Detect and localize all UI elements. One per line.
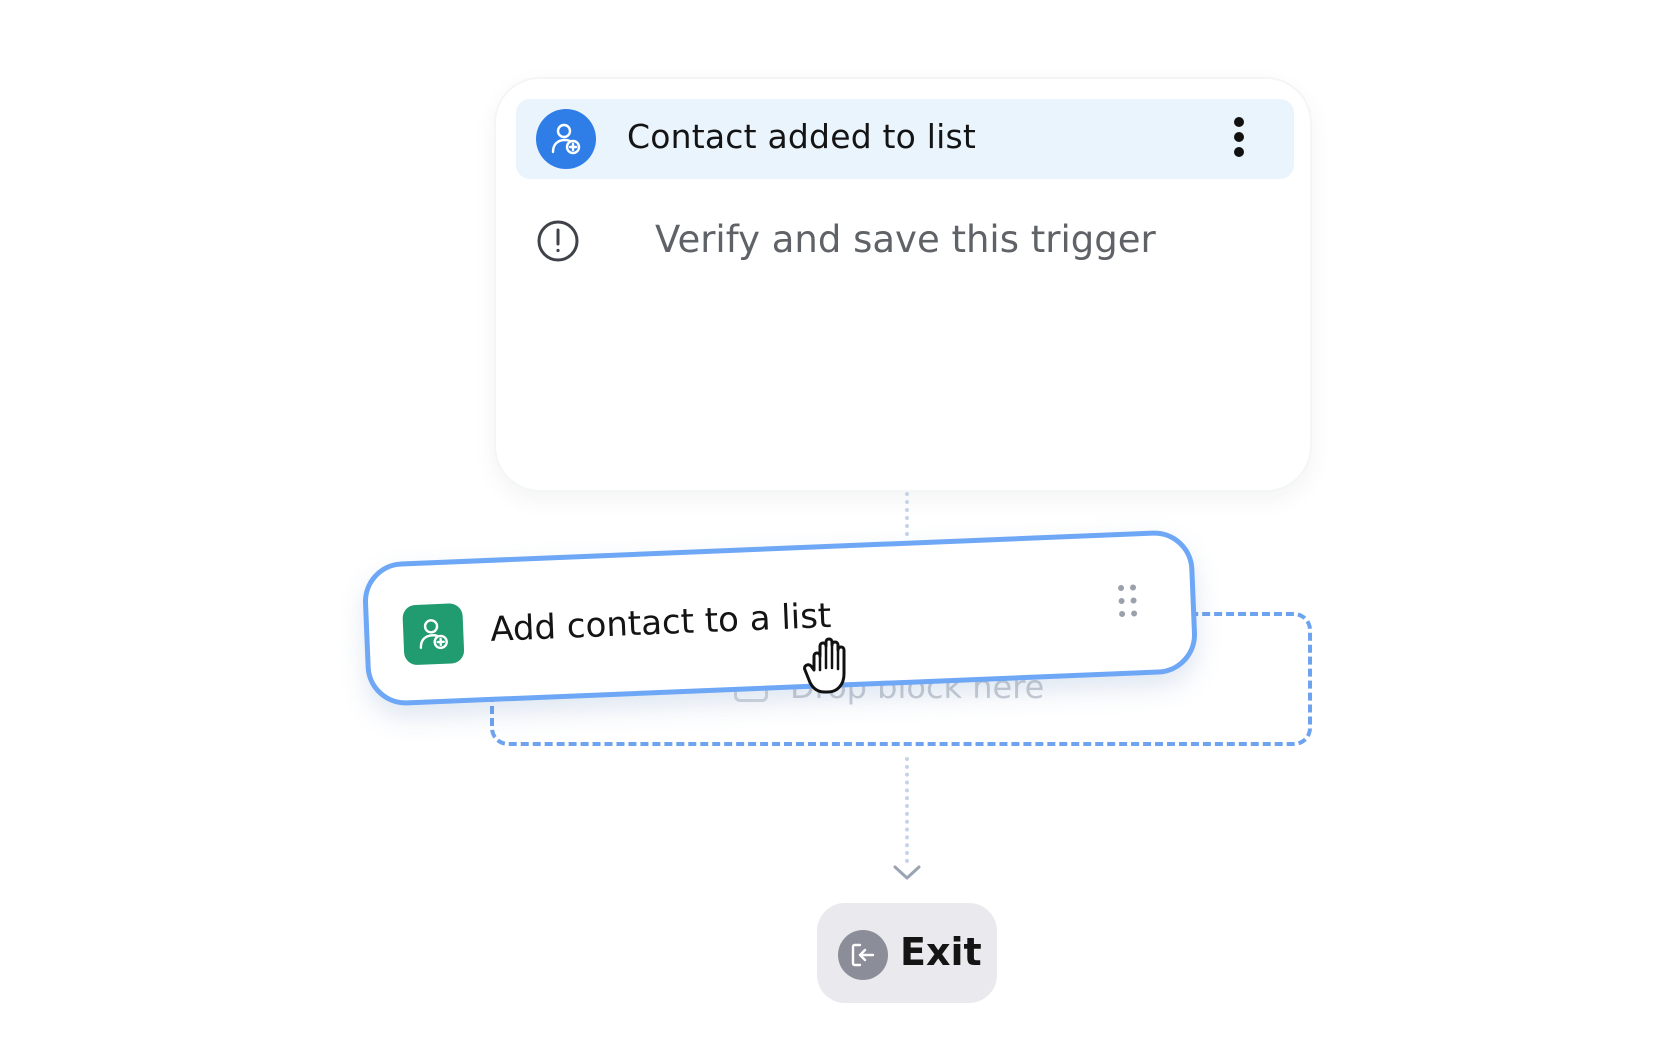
warning-text: Verify and save this trigger bbox=[655, 218, 1156, 261]
flow-connector bbox=[905, 492, 909, 536]
user-add-icon bbox=[536, 109, 596, 169]
user-add-icon bbox=[402, 603, 465, 666]
exit-node[interactable]: Exit bbox=[817, 903, 997, 1003]
trigger-header[interactable]: Contact added to list bbox=[516, 99, 1294, 179]
drag-handle-icon[interactable] bbox=[1116, 584, 1139, 619]
dragged-action-block[interactable]: Add contact to a list bbox=[361, 529, 1199, 707]
exit-label: Exit bbox=[900, 930, 982, 974]
trigger-title: Contact added to list bbox=[627, 117, 977, 156]
chevron-down-icon bbox=[893, 865, 921, 880]
hand-grab-cursor-icon bbox=[803, 637, 846, 694]
flow-connector bbox=[905, 757, 909, 863]
more-options-button[interactable] bbox=[1232, 117, 1246, 161]
vertical-dots-icon bbox=[1232, 117, 1246, 157]
exit-icon bbox=[838, 930, 888, 980]
block-label: Add contact to a list bbox=[489, 595, 832, 650]
exclamation-circle-icon bbox=[537, 220, 579, 262]
trigger-card[interactable]: Contact added to list Verify and save th… bbox=[496, 79, 1310, 490]
